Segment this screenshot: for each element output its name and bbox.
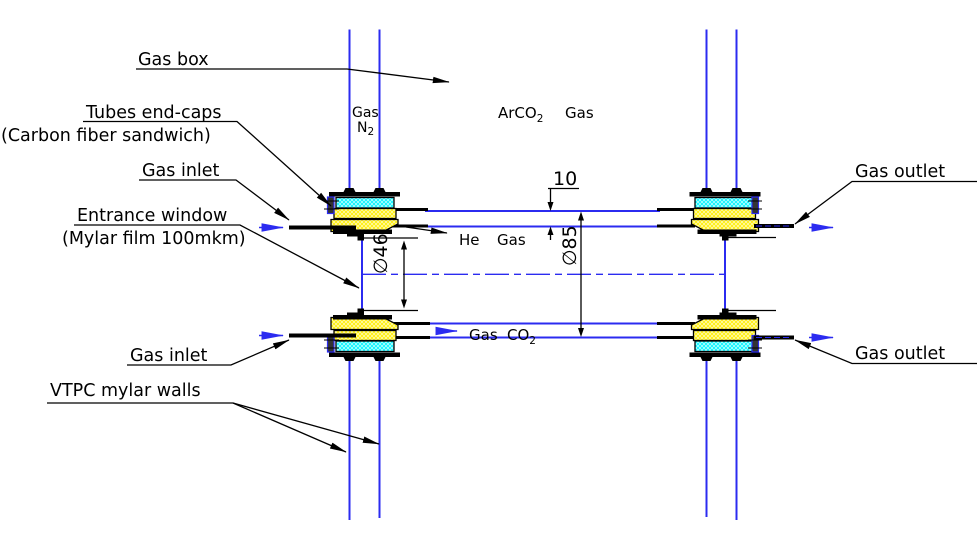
dim-text-10: 10 <box>553 168 577 190</box>
cap-nub <box>347 232 364 237</box>
text-gas-n2: N2 <box>357 120 374 138</box>
text-co2-gas-word: Gas <box>469 326 498 344</box>
flange-foot <box>699 355 714 361</box>
text-arco2-gas-word: Gas <box>565 104 594 122</box>
cap-nub-foot <box>357 232 364 241</box>
inlet-pipe-bottom <box>289 333 356 338</box>
cap-nub-foot <box>722 232 729 241</box>
leader-tubes-end-caps <box>83 120 332 207</box>
end-cap-assembly-bottom-right <box>689 308 776 361</box>
inlet-pipe-top <box>289 225 356 230</box>
gas-pipes <box>259 223 834 342</box>
cap-nub <box>347 312 364 317</box>
label-gas-outlet-top: Gas outlet <box>855 162 945 182</box>
gas-annotations: Gas N2 ArCO2 Gas He Gas Gas CO2 <box>352 104 594 347</box>
co2-main: CO <box>507 326 529 344</box>
leader-vtpc-wall-a <box>47 402 347 453</box>
dim-arrow-up <box>578 211 584 221</box>
end-cap-assembly-top-left <box>324 188 400 241</box>
n2-symbol: N <box>357 120 367 136</box>
cap-layer-yellow <box>333 207 397 220</box>
leader-he-gas <box>405 226 448 234</box>
label-gas-box: Gas box <box>138 50 209 70</box>
bolt-detail <box>751 196 760 215</box>
dim-arrow-up <box>401 240 407 250</box>
cap-top-bar <box>333 315 392 320</box>
flange-bar <box>329 192 400 197</box>
label-carbon-fiber-sandwich: (Carbon fiber sandwich) <box>1 126 211 146</box>
label-tubes-end-caps: Tubes end-caps <box>85 103 222 123</box>
leader-lines <box>47 68 977 453</box>
dim-text-46: ∅46 <box>370 233 392 274</box>
end-cap-assembly-top-right <box>689 188 776 241</box>
cap-layer-yellow <box>692 207 757 220</box>
cap-layer-cyan <box>694 340 754 353</box>
cap-bottom-bar <box>333 229 392 234</box>
co2-subscript: 2 <box>529 335 536 347</box>
dim-arrow-up <box>547 226 554 235</box>
flange-foot <box>729 355 744 361</box>
leader-gas-outlet-top <box>794 180 977 225</box>
cap-layer-yellow-chamfer <box>690 218 760 233</box>
flange-bar <box>689 192 761 197</box>
cap-layer-cyan <box>335 340 395 353</box>
text-he-gas-word: Gas <box>497 231 526 249</box>
n2-subscript: 2 <box>367 126 374 138</box>
cap-layer-yellow-chamfer <box>330 316 399 331</box>
bolt-detail <box>326 334 335 353</box>
dim-text-85: ∅85 <box>559 225 581 266</box>
cap-layer-cyan <box>335 196 395 209</box>
dimension-85: ∅85 <box>559 211 584 337</box>
leader-entrance-window <box>74 224 360 289</box>
cap-bottom-bar <box>697 229 757 234</box>
leader-gas-box <box>136 68 450 84</box>
dim-arrow-down <box>547 202 554 211</box>
horizontal-tube-walls <box>393 208 695 339</box>
flange-bar <box>689 352 761 357</box>
flange-foot <box>342 355 357 361</box>
arco2-subscript: 2 <box>537 113 544 125</box>
label-mylar-film: (Mylar film 100mkm) <box>62 229 246 249</box>
text-gas-n2-word: Gas <box>352 105 379 121</box>
text-he-symbol: He <box>459 231 480 249</box>
label-gas-inlet-top: Gas inlet <box>142 161 220 181</box>
cap-layer-cyan <box>694 196 754 209</box>
cap-layer-yellow-chamfer <box>690 316 760 331</box>
end-cap-assembly-bottom-left <box>324 308 418 361</box>
arco2-main: ArCO <box>498 104 537 122</box>
label-vtpc-mylar-walls: VTPC mylar walls <box>50 381 201 401</box>
dim-arrow-down <box>578 328 584 337</box>
label-entrance-window: Entrance window <box>77 206 227 226</box>
cap-nub <box>719 312 737 317</box>
text-arco2: ArCO2 <box>498 104 543 125</box>
cap-layer-yellow <box>692 329 757 342</box>
flange-foot <box>372 355 387 361</box>
cap-top-bar <box>697 315 757 320</box>
dim-arrow-down <box>401 299 407 309</box>
label-gas-inlet-bottom: Gas inlet <box>130 346 208 366</box>
flange-bar <box>329 352 400 357</box>
leader-gas-outlet-bottom <box>794 339 977 365</box>
leader-vtpc-wall-b <box>232 402 380 445</box>
leader-gas-inlet-bottom <box>127 339 290 366</box>
label-gas-outlet-bottom: Gas outlet <box>855 344 945 364</box>
callout-labels: Gas box Tubes end-caps (Carbon fiber san… <box>1 50 945 401</box>
dimension-10: 10 <box>547 168 579 240</box>
leader-gas-inlet-top <box>139 179 290 221</box>
text-co2: CO2 <box>507 326 536 347</box>
dimension-46: ∅46 <box>363 233 418 309</box>
